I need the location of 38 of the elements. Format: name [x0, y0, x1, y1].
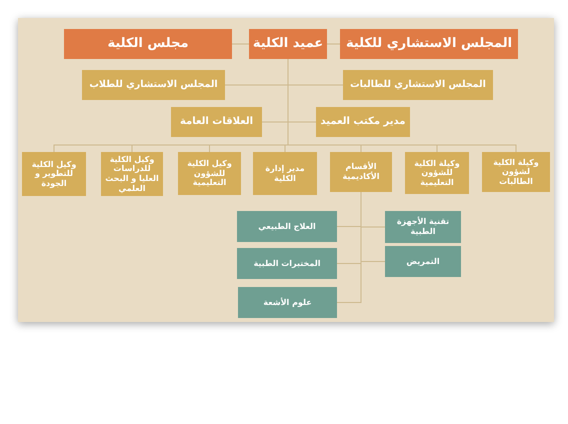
box-label: وكيل الكلية للشؤون التعليمية	[186, 159, 233, 188]
department-box	[385, 211, 461, 243]
box-label: العلاقات العامة	[180, 116, 254, 128]
box-label: المجلس الاستشاري للطلاب	[89, 79, 218, 91]
department-box	[237, 211, 337, 242]
box-label: المجلس الاستشاري للطالبات	[350, 79, 486, 91]
box-label: التمريض	[406, 256, 440, 266]
office-box	[343, 70, 493, 100]
box-label: مجلس الكلية	[107, 36, 189, 52]
department-box	[385, 246, 461, 277]
office-box	[405, 152, 469, 194]
office-box	[253, 152, 317, 195]
leader-box	[340, 29, 518, 59]
office-box	[82, 70, 225, 100]
department-box	[238, 287, 337, 318]
box-label: وكيل الكلية للدراسات العليا و البحث العلمي	[104, 154, 160, 194]
office-box	[316, 107, 410, 137]
office-box	[171, 107, 262, 137]
office-box	[22, 152, 86, 196]
box-label: مدير إدارة الكلية	[264, 164, 306, 184]
box-label: المجلس الاستشاري للكلية	[346, 36, 512, 52]
box-label: علوم الأشعة	[263, 298, 312, 308]
connector-line	[336, 192, 362, 303]
box-label: وكيلة الكلية للشؤون التعليمية	[413, 158, 461, 188]
leader-box	[249, 29, 327, 59]
box-label: وكيل الكلية للتطوير و الجودة	[30, 160, 78, 188]
leader-box	[64, 29, 232, 59]
office-box	[482, 152, 550, 192]
department-box	[237, 248, 337, 279]
box-label: العلاج الطبيعي	[258, 222, 316, 232]
box-label: الأقسام الأكاديمية	[342, 162, 380, 182]
box-label: عميد الكلية	[252, 36, 324, 52]
box-label: مدير مكتب العميد	[320, 116, 406, 128]
office-box	[330, 152, 392, 192]
box-label: تقنية الأجهزة الطبية	[396, 217, 450, 237]
box-label: المختبرات الطبية	[254, 258, 320, 268]
office-box	[178, 152, 241, 195]
box-label: وكيلة الكلية لشؤون الطالبات	[492, 158, 540, 186]
